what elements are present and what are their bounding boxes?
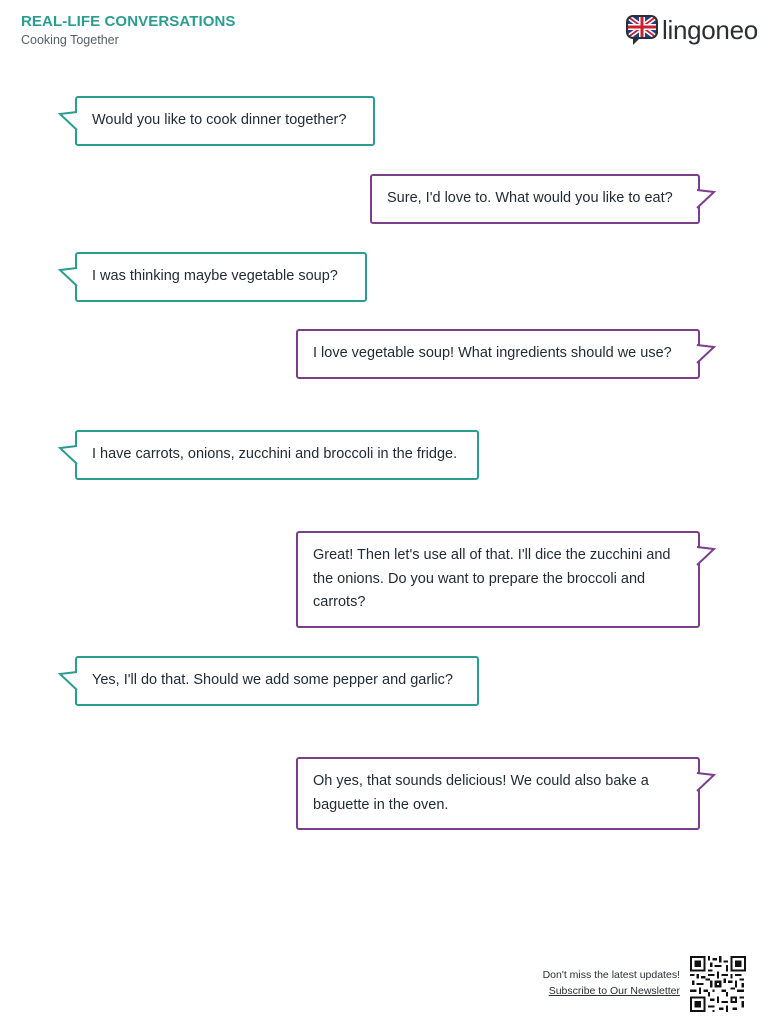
message-text: I love vegetable soup! What ingredients …	[313, 345, 672, 361]
message-text: Sure, I'd love to. What would you like t…	[387, 190, 673, 206]
bubble-tail	[696, 546, 717, 566]
message-text: I was thinking maybe vegetable soup?	[92, 268, 338, 284]
message-bubble-right: Oh yes, that sounds delicious! We could …	[296, 757, 717, 830]
bubble-tail	[57, 111, 78, 131]
qr-code-icon[interactable]	[690, 956, 746, 1012]
message-bubble-right: Sure, I'd love to. What would you like t…	[370, 174, 717, 224]
message-text: I have carrots, onions, zucchini and bro…	[92, 446, 458, 462]
subscribe-link[interactable]: Subscribe to Our Newsletter	[548, 985, 680, 997]
brand-name: lingoneo	[662, 15, 758, 45]
message-bubble-right: Great! Then let's use all of that. I'll …	[296, 531, 717, 628]
brand-logo[interactable]: lingoneo	[626, 14, 758, 46]
page-title: REAL-LIFE CONVERSATIONS	[21, 13, 236, 30]
bubble-tail	[57, 671, 78, 691]
message-text: Would you like to cook dinner together?	[92, 112, 347, 128]
footer-note-text: Don't miss the latest updates!	[542, 969, 680, 981]
message-bubble-left: I have carrots, onions, zucchini and bro…	[57, 430, 479, 480]
bubble-tail	[696, 189, 717, 209]
bubble-tail	[696, 344, 717, 364]
bubble-tail	[696, 772, 717, 792]
message-bubble-left: Would you like to cook dinner together?	[57, 96, 375, 146]
message-bubble-right: I love vegetable soup! What ingredients …	[296, 329, 717, 379]
message-bubble-left: Yes, I'll do that. Should we add some pe…	[57, 656, 479, 706]
newsletter-note: Don't miss the latest updates! Subscribe…	[543, 967, 680, 999]
message-text: Yes, I'll do that. Should we add some pe…	[92, 672, 453, 688]
bubble-tail	[57, 445, 78, 465]
message-text: Oh yes, that sounds delicious! We could …	[313, 773, 649, 813]
page-subtitle: Cooking Together	[21, 33, 119, 47]
message-bubble-left: I was thinking maybe vegetable soup?	[57, 252, 367, 302]
message-text: Great! Then let's use all of that. I'll …	[313, 547, 671, 610]
uk-flag-icon	[626, 15, 658, 45]
bubble-tail	[57, 267, 78, 287]
